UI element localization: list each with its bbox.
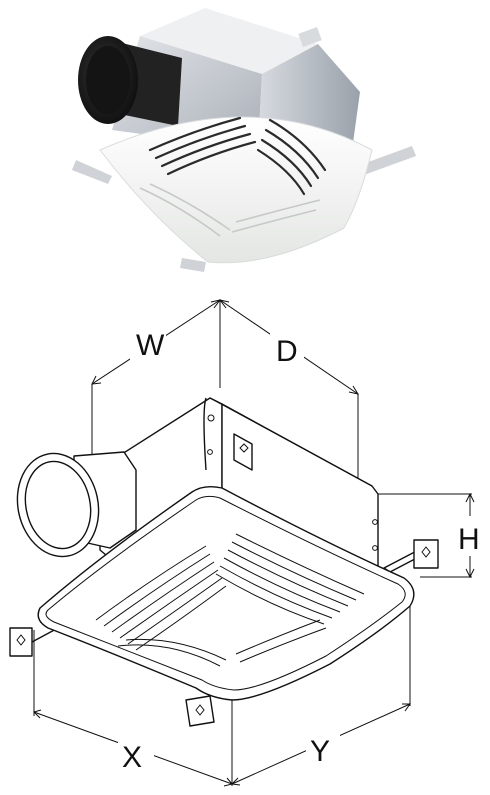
photo-grille-embossed xyxy=(139,183,321,237)
dim-y: Y xyxy=(230,602,411,786)
dim-label-h: H xyxy=(458,523,480,556)
dim-h: H xyxy=(376,492,488,579)
dimension-drawing: W D H X xyxy=(9,299,488,787)
photo-grille-slots xyxy=(148,116,327,196)
dim-d: D xyxy=(218,299,360,487)
grille-outline xyxy=(37,485,415,701)
bracket-bottom xyxy=(185,695,215,727)
bracket-bottom xyxy=(180,258,206,272)
bracket-top xyxy=(298,27,322,47)
dim-label-x: X xyxy=(122,741,142,774)
drawing-brackets xyxy=(9,433,439,727)
bracket-back xyxy=(233,433,253,471)
bracket-right xyxy=(360,146,416,175)
dim-w: W xyxy=(91,299,222,455)
dim-label-w: W xyxy=(136,329,165,362)
drawing-grille xyxy=(37,485,415,701)
grille-rim xyxy=(45,495,406,691)
drawing-duct xyxy=(16,451,137,558)
dim-label-d: D xyxy=(276,335,298,368)
duct-ring-inner xyxy=(24,460,92,550)
dim-x: X xyxy=(33,630,233,787)
housing-top xyxy=(140,8,318,74)
grille-slots xyxy=(95,533,365,667)
bracket-right xyxy=(413,539,439,569)
dim-label-y: Y xyxy=(310,735,330,768)
bracket-left xyxy=(72,160,112,184)
bracket-left xyxy=(9,627,33,657)
duct-collar xyxy=(78,36,182,126)
product-photo xyxy=(72,8,416,272)
